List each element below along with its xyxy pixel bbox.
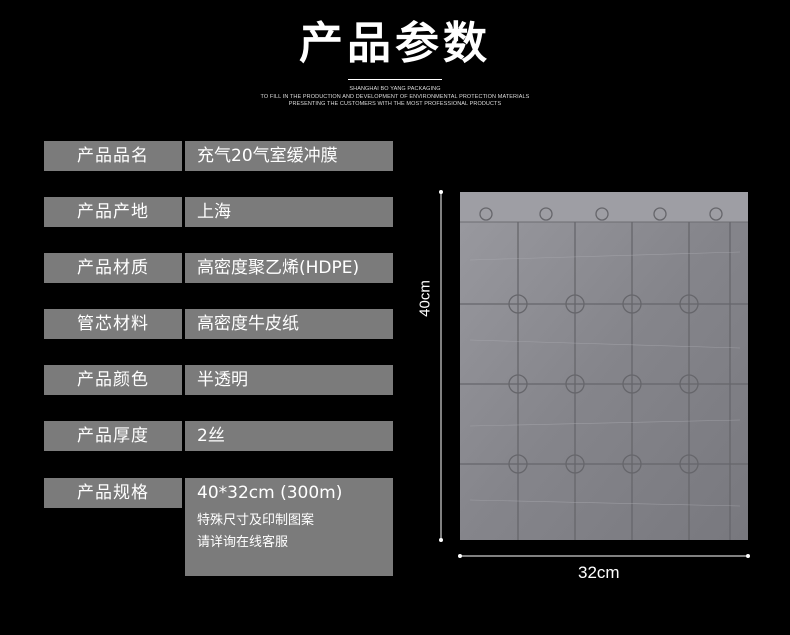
spec-value-block: 40*32cm (300m) 特殊尺寸及印制图案 请详询在线客服 <box>185 478 393 576</box>
air-cushion-film-image <box>439 190 750 558</box>
spec-label: 产品厚度 <box>44 421 182 451</box>
spec-value: 上海 <box>185 197 393 227</box>
spec-label: 产品产地 <box>44 197 182 227</box>
width-dimension: 32cm <box>578 563 620 582</box>
spec-value: 充气20气室缓冲膜 <box>185 141 393 171</box>
spec-label: 产品材质 <box>44 253 182 283</box>
spec-value: 2丝 <box>185 421 393 451</box>
slogan-line-2: PRESENTING THE CUSTOMERS WITH THE MOST P… <box>288 101 502 107</box>
title-divider <box>348 79 442 80</box>
spec-value: 半透明 <box>185 365 393 395</box>
spec-label: 产品品名 <box>44 141 182 171</box>
company-name: SHANGHAI BO YANG PACKAGING <box>349 86 441 92</box>
spec-value: 高密度聚乙烯(HDPE) <box>185 253 393 283</box>
spec-note: 请详询在线客服 <box>197 535 289 550</box>
spec-label: 产品颜色 <box>44 365 182 395</box>
height-dimension: 40cm <box>416 280 434 317</box>
spec-value: 40*32cm (300m) <box>197 483 343 503</box>
spec-value: 高密度牛皮纸 <box>185 309 393 339</box>
spec-note: 特殊尺寸及印制图案 <box>197 513 315 528</box>
spec-label: 管芯材料 <box>44 309 182 339</box>
slogan-line-1: TO FILL IN THE PRODUCTION AND DEVELOPMEN… <box>260 94 530 100</box>
spec-label: 产品规格 <box>44 478 182 508</box>
page-title: 产品参数 <box>299 18 491 69</box>
